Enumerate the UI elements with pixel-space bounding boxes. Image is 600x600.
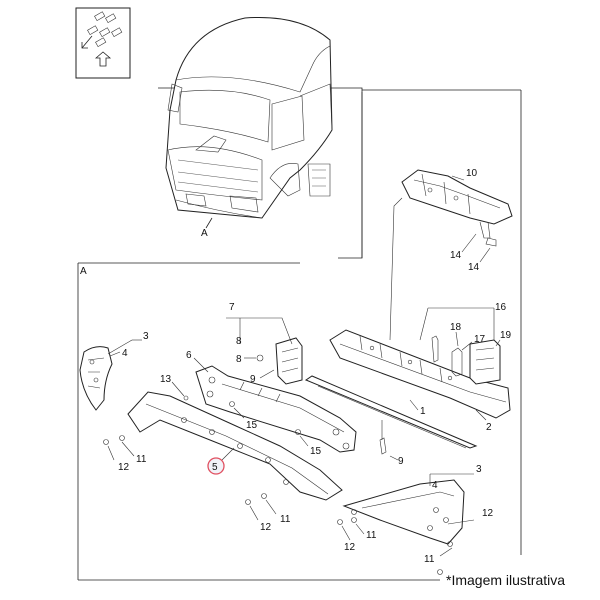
detail-view-label: A — [80, 266, 87, 277]
detail-view-frame — [77, 89, 522, 581]
callout-6: 6 — [186, 350, 192, 361]
callout-4-b: 4 — [432, 480, 438, 491]
callout-3-a: 3 — [143, 331, 149, 342]
fastener-group-lower — [337, 517, 475, 557]
part-2-crossmember — [329, 329, 511, 419]
callout-15-b: 15 — [310, 446, 322, 457]
callout-15-a: 15 — [246, 420, 258, 431]
callout-9-b: 9 — [398, 456, 404, 467]
callout-12-b: 12 — [260, 522, 272, 533]
part-3-right-end-cap — [342, 479, 465, 545]
fastener-group-left — [103, 435, 135, 461]
truck-cab-drawing — [165, 17, 333, 229]
callout-11-b: 11 — [280, 514, 291, 525]
callout-7: 7 — [229, 302, 235, 313]
part-5-lower-cover — [127, 391, 343, 501]
illustrative-image-caption: *Imagem ilustrativa — [446, 572, 566, 588]
callout-3-b: 3 — [476, 464, 482, 475]
callout-18: 18 — [450, 322, 462, 333]
callout-19: 19 — [500, 330, 512, 341]
fastener-group-middle — [245, 493, 277, 521]
callout-8-b: 8 — [236, 354, 242, 365]
bolt-9 — [379, 420, 387, 455]
callout-11-c: 11 — [366, 530, 377, 541]
callout-11-d: 11 — [424, 554, 435, 565]
part-10-upper-bracket — [401, 169, 513, 247]
callout-2: 2 — [486, 422, 492, 433]
callout-12-a: 12 — [118, 462, 130, 473]
callout-8-a: 8 — [236, 336, 242, 347]
callout-5-highlight-ring — [207, 457, 225, 475]
truck-view-label: A — [201, 228, 208, 239]
callout-11-a: 11 — [136, 454, 147, 465]
callout-5: 5 — [212, 462, 218, 473]
part-3-left-end-cap — [79, 346, 113, 411]
callout-10: 10 — [466, 168, 478, 179]
callout-13: 13 — [160, 374, 172, 385]
callout-17: 17 — [474, 334, 486, 345]
orientation-icon — [75, 7, 131, 79]
part-1-long-rod — [304, 375, 478, 449]
callout-16: 16 — [495, 302, 507, 313]
callout-4-a: 4 — [122, 348, 128, 359]
part-8-mount — [256, 337, 303, 385]
callout-1: 1 — [420, 406, 426, 417]
part-6-side-bracket — [195, 365, 357, 453]
callout-9-a: 9 — [250, 374, 256, 385]
callout-12-d: 12 — [482, 508, 494, 519]
callout-12-c: 12 — [344, 542, 356, 553]
callout-14-a: 14 — [450, 250, 462, 261]
callout-14-b: 14 — [468, 262, 480, 273]
